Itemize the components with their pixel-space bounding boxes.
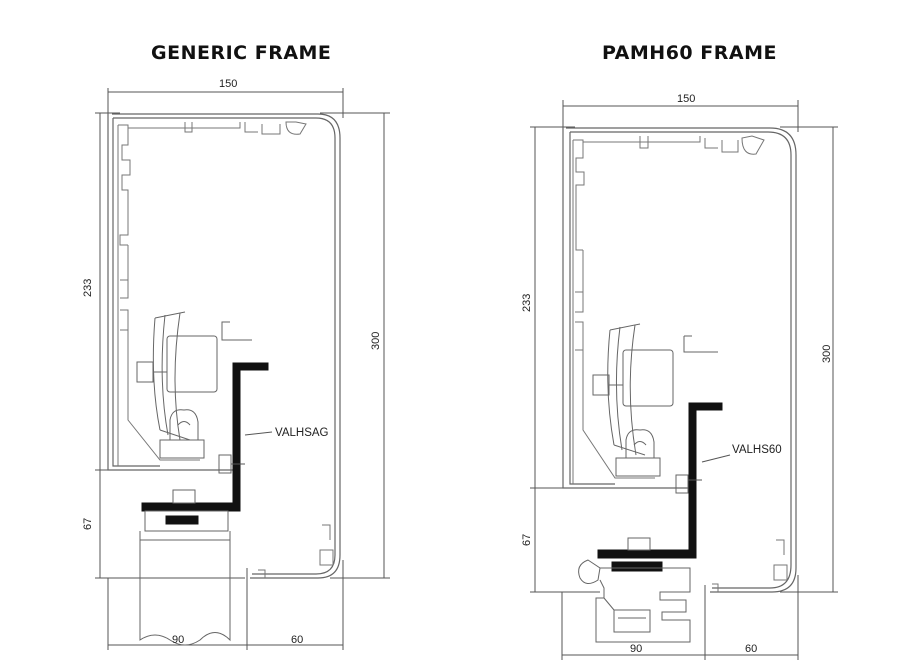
pamh60-left-wall-profile xyxy=(572,139,655,484)
pamh60-bottom-dimensions xyxy=(561,575,799,660)
pamh60-clamp-and-profile xyxy=(578,537,691,643)
pamh60-lower-height-label: 67 xyxy=(521,534,533,546)
generic-left-wall-profile xyxy=(117,124,200,466)
generic-bottom-dimensions xyxy=(107,560,344,650)
generic-valhsag-bracket xyxy=(141,362,273,512)
generic-clamp-and-post xyxy=(139,489,231,646)
pamh60-total-height-dimension xyxy=(780,126,838,593)
pamh60-bracket-label: VALHS60 xyxy=(732,444,782,456)
pamh60-valhs60-bracket xyxy=(597,402,731,559)
pamh60-width-label: 150 xyxy=(677,93,695,105)
pamh60-total-height-label: 300 xyxy=(821,345,833,363)
generic-frame-drawing xyxy=(95,88,390,650)
pamh60-bottom-right-label: 60 xyxy=(745,643,757,655)
pamh60-upper-height-dimension xyxy=(530,126,575,489)
pamh60-wheel xyxy=(592,323,718,477)
generic-bottom-left-label: 90 xyxy=(172,634,184,646)
pamh60-frame-drawing xyxy=(530,100,838,660)
pamh60-frame-outline xyxy=(562,127,797,593)
generic-bottom-right-profile xyxy=(258,524,334,578)
generic-total-height-label: 300 xyxy=(370,332,382,350)
pamh60-top-rail-profile xyxy=(583,135,765,155)
pamh60-frame-title: PAMH60 FRAME xyxy=(602,42,777,64)
generic-top-rail-profile xyxy=(128,121,307,135)
generic-wheel xyxy=(136,311,252,459)
generic-frame-title: GENERIC FRAME xyxy=(151,42,332,64)
generic-upper-height-label: 233 xyxy=(82,279,94,297)
pamh60-bottom-right-profile xyxy=(712,539,788,592)
pamh60-bottom-left-label: 90 xyxy=(630,643,642,655)
pamh60-upper-height-label: 233 xyxy=(521,294,533,312)
generic-lower-height-dimension xyxy=(95,470,245,579)
generic-bracket-label: VALHSAG xyxy=(275,427,329,439)
generic-bottom-right-label: 60 xyxy=(291,634,303,646)
pamh60-lower-height-dimension xyxy=(530,488,600,593)
generic-frame-outline xyxy=(107,113,341,579)
generic-lower-height-label: 67 xyxy=(82,518,94,530)
generic-total-height-dimension xyxy=(320,112,390,579)
generic-width-label: 150 xyxy=(219,78,237,90)
